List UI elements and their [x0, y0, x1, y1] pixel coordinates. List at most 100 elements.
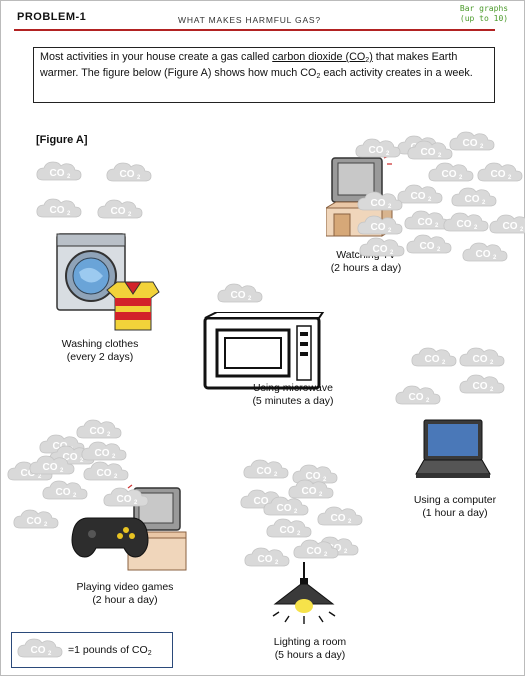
worksheet-title: WHAT MAKES HARMFUL GAS? — [178, 15, 321, 25]
svg-text:CO: CO — [257, 466, 272, 477]
svg-text:CO: CO — [277, 503, 292, 514]
lamp-icon — [271, 562, 341, 633]
svg-text:2: 2 — [493, 255, 497, 261]
svg-text:CO: CO — [409, 392, 424, 403]
topic-tag: Bar graphs (up to 10) — [457, 4, 511, 24]
topic-line-2: (up to 10) — [459, 14, 509, 23]
svg-text:CO: CO — [231, 290, 246, 301]
svg-text:CO: CO — [373, 244, 388, 255]
legend-label: =1 pounds of CO — [68, 644, 148, 656]
svg-text:CO: CO — [43, 462, 58, 473]
svg-text:2: 2 — [490, 387, 494, 393]
activity-label-washing: Washing clothes (every 2 days) — [40, 338, 160, 364]
svg-text:CO: CO — [31, 645, 46, 656]
svg-text:CO: CO — [56, 487, 71, 498]
microwave-icon — [203, 311, 325, 397]
svg-text:2: 2 — [134, 500, 138, 506]
svg-text:2: 2 — [67, 211, 71, 217]
svg-text:CO: CO — [473, 354, 488, 365]
svg-text:2: 2 — [459, 175, 463, 181]
svg-text:2: 2 — [482, 200, 486, 206]
svg-text:CO: CO — [21, 468, 36, 479]
activity-frequency: (2 hour a day) — [92, 594, 158, 606]
intro-text-2: that makes Earth warmer. The figure belo… — [40, 51, 458, 79]
legend-sub: 2 — [147, 650, 152, 657]
svg-text:CO: CO — [411, 191, 426, 202]
activity-name: Washing clothes — [61, 338, 139, 350]
intro-term: carbon dioxide (CO2) — [272, 51, 373, 64]
problem-number: PROBLEM-1 — [17, 11, 87, 23]
activity-label-microwave: Using microwave (5 minutes a day) — [238, 382, 348, 408]
svg-text:CO: CO — [331, 513, 346, 524]
svg-text:2: 2 — [474, 225, 478, 231]
svg-text:CO: CO — [50, 205, 65, 216]
svg-text:2: 2 — [319, 492, 323, 498]
svg-text:2: 2 — [294, 509, 298, 515]
svg-text:CO: CO — [465, 194, 480, 205]
activity-frequency: (every 2 days) — [66, 351, 134, 363]
svg-text:2: 2 — [388, 228, 392, 234]
topic-line-1: Bar graphs — [459, 4, 509, 13]
activity-frequency: (5 minutes a day) — [252, 395, 334, 407]
svg-text:CO: CO — [418, 217, 433, 228]
intro-text-3: each activity creates in a week. — [320, 67, 473, 79]
svg-text:CO: CO — [425, 354, 440, 365]
svg-text:2: 2 — [520, 227, 524, 233]
svg-text:CO: CO — [421, 147, 436, 158]
svg-text:2: 2 — [274, 472, 278, 478]
svg-text:2: 2 — [480, 144, 484, 150]
svg-text:2: 2 — [508, 175, 512, 181]
svg-text:2: 2 — [386, 151, 390, 157]
svg-text:2: 2 — [73, 493, 77, 499]
svg-text:CO: CO — [476, 249, 491, 260]
svg-text:2: 2 — [426, 398, 430, 404]
laptop-icon — [414, 418, 494, 485]
svg-text:2: 2 — [248, 296, 252, 302]
svg-text:2: 2 — [275, 560, 279, 566]
svg-text:CO: CO — [306, 471, 321, 482]
svg-text:CO: CO — [307, 546, 322, 557]
activity-name: Lighting a room — [273, 636, 347, 648]
svg-text:CO: CO — [369, 145, 384, 156]
activity-name: Playing video games — [76, 581, 174, 593]
svg-text:CO: CO — [371, 222, 386, 233]
svg-text:2: 2 — [38, 474, 42, 480]
svg-text:CO: CO — [254, 496, 269, 507]
svg-text:CO: CO — [95, 448, 110, 459]
svg-text:2: 2 — [435, 223, 439, 229]
svg-text:2: 2 — [344, 549, 348, 555]
svg-text:CO: CO — [97, 468, 112, 479]
svg-text:2: 2 — [114, 474, 118, 480]
activity-label-computer: Using a computer (1 hour a day) — [400, 494, 510, 520]
svg-text:CO: CO — [442, 169, 457, 180]
svg-text:CO: CO — [117, 494, 132, 505]
svg-text:CO: CO — [463, 138, 478, 149]
svg-text:2: 2 — [128, 212, 132, 218]
washing-machine-icon — [55, 232, 165, 337]
activity-name: Using a computer — [413, 494, 497, 506]
svg-text:CO: CO — [63, 452, 78, 463]
legend-box — [11, 632, 173, 668]
svg-text:2: 2 — [297, 531, 301, 537]
svg-text:CO: CO — [503, 221, 518, 232]
